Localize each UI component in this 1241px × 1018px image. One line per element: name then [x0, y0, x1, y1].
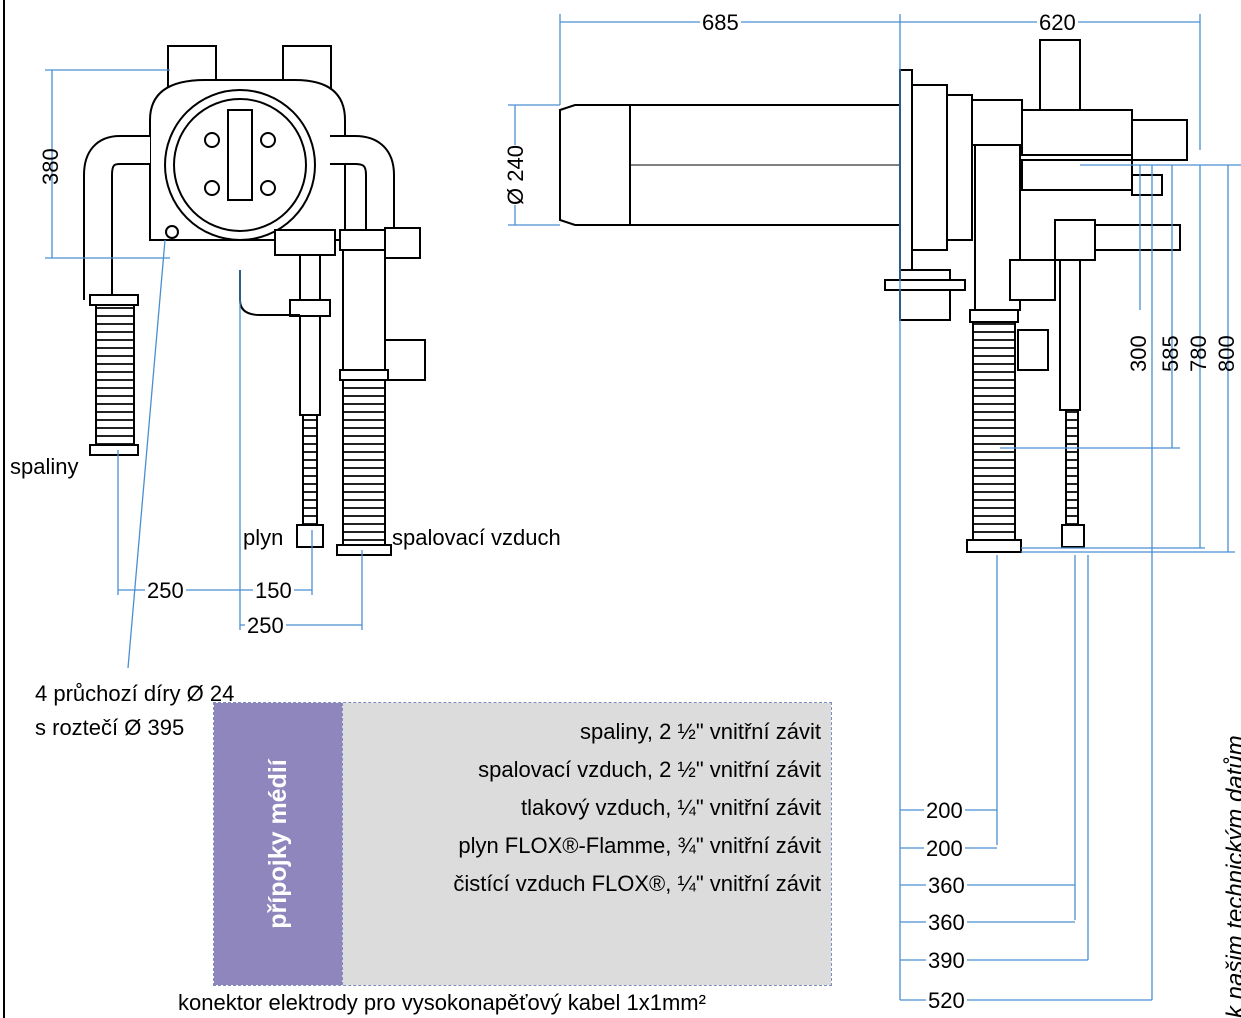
label-gas: plyn	[243, 525, 284, 550]
dim-620: 620	[1037, 10, 1078, 35]
dim-diameter-240: Ø 240	[503, 145, 528, 205]
dim-585: 585	[1158, 335, 1183, 372]
dim-685: 685	[700, 10, 741, 35]
legend-row-purge-air: čistící vzduch FLOX®, ¼" vnitřní závit	[453, 871, 821, 896]
label-flue-gas: spaliny	[10, 454, 79, 479]
left-view-burner	[83, 45, 426, 556]
legend-row-flue: spaliny, 2 ½" vnitřní závit	[580, 719, 821, 744]
legend-title-panel: přípojky médií	[214, 703, 342, 985]
dim-360-b: 360	[926, 910, 967, 935]
side-note: k našim technickým datům	[1222, 735, 1241, 1018]
dim-250-a: 250	[145, 578, 186, 603]
dim-200-a: 200	[924, 798, 965, 823]
legend-row-combustion-air: spalovací vzduch, 2 ½" vnitřní závit	[478, 757, 821, 782]
right-view-burner	[559, 39, 1188, 553]
dim-150: 150	[253, 578, 294, 603]
holes-note-line2: s roztečí Ø 395	[35, 715, 185, 740]
holes-note-line1: 4 průchozí díry Ø 24	[35, 681, 235, 706]
label-combustion-air: spalovací vzduch	[392, 525, 561, 550]
dim-250-b: 250	[245, 613, 286, 638]
media-connections-legend: přípojky médií spaliny, 2 ½" vnitřní záv…	[213, 702, 832, 986]
legend-body: spaliny, 2 ½" vnitřní závit spalovací vz…	[342, 703, 831, 985]
legend-row-compressed-air: tlakový vzduch, ¼" vnitřní závit	[520, 795, 821, 820]
legend-row-gas: plyn FLOX®-Flamme, ¾" vnitřní závit	[458, 833, 821, 858]
dim-390: 390	[926, 948, 967, 973]
dim-200-b: 200	[924, 836, 965, 861]
dim-780: 780	[1186, 335, 1211, 372]
legend-title: přípojky médií	[263, 759, 292, 929]
legend-footer: konektor elektrody pro vysokonapěťový ka…	[178, 990, 706, 1015]
dim-520: 520	[926, 988, 967, 1013]
dim-360-a: 360	[926, 873, 967, 898]
dim-800: 800	[1214, 335, 1239, 372]
dim-300: 300	[1126, 335, 1151, 372]
dim-height-380: 380	[38, 148, 63, 185]
